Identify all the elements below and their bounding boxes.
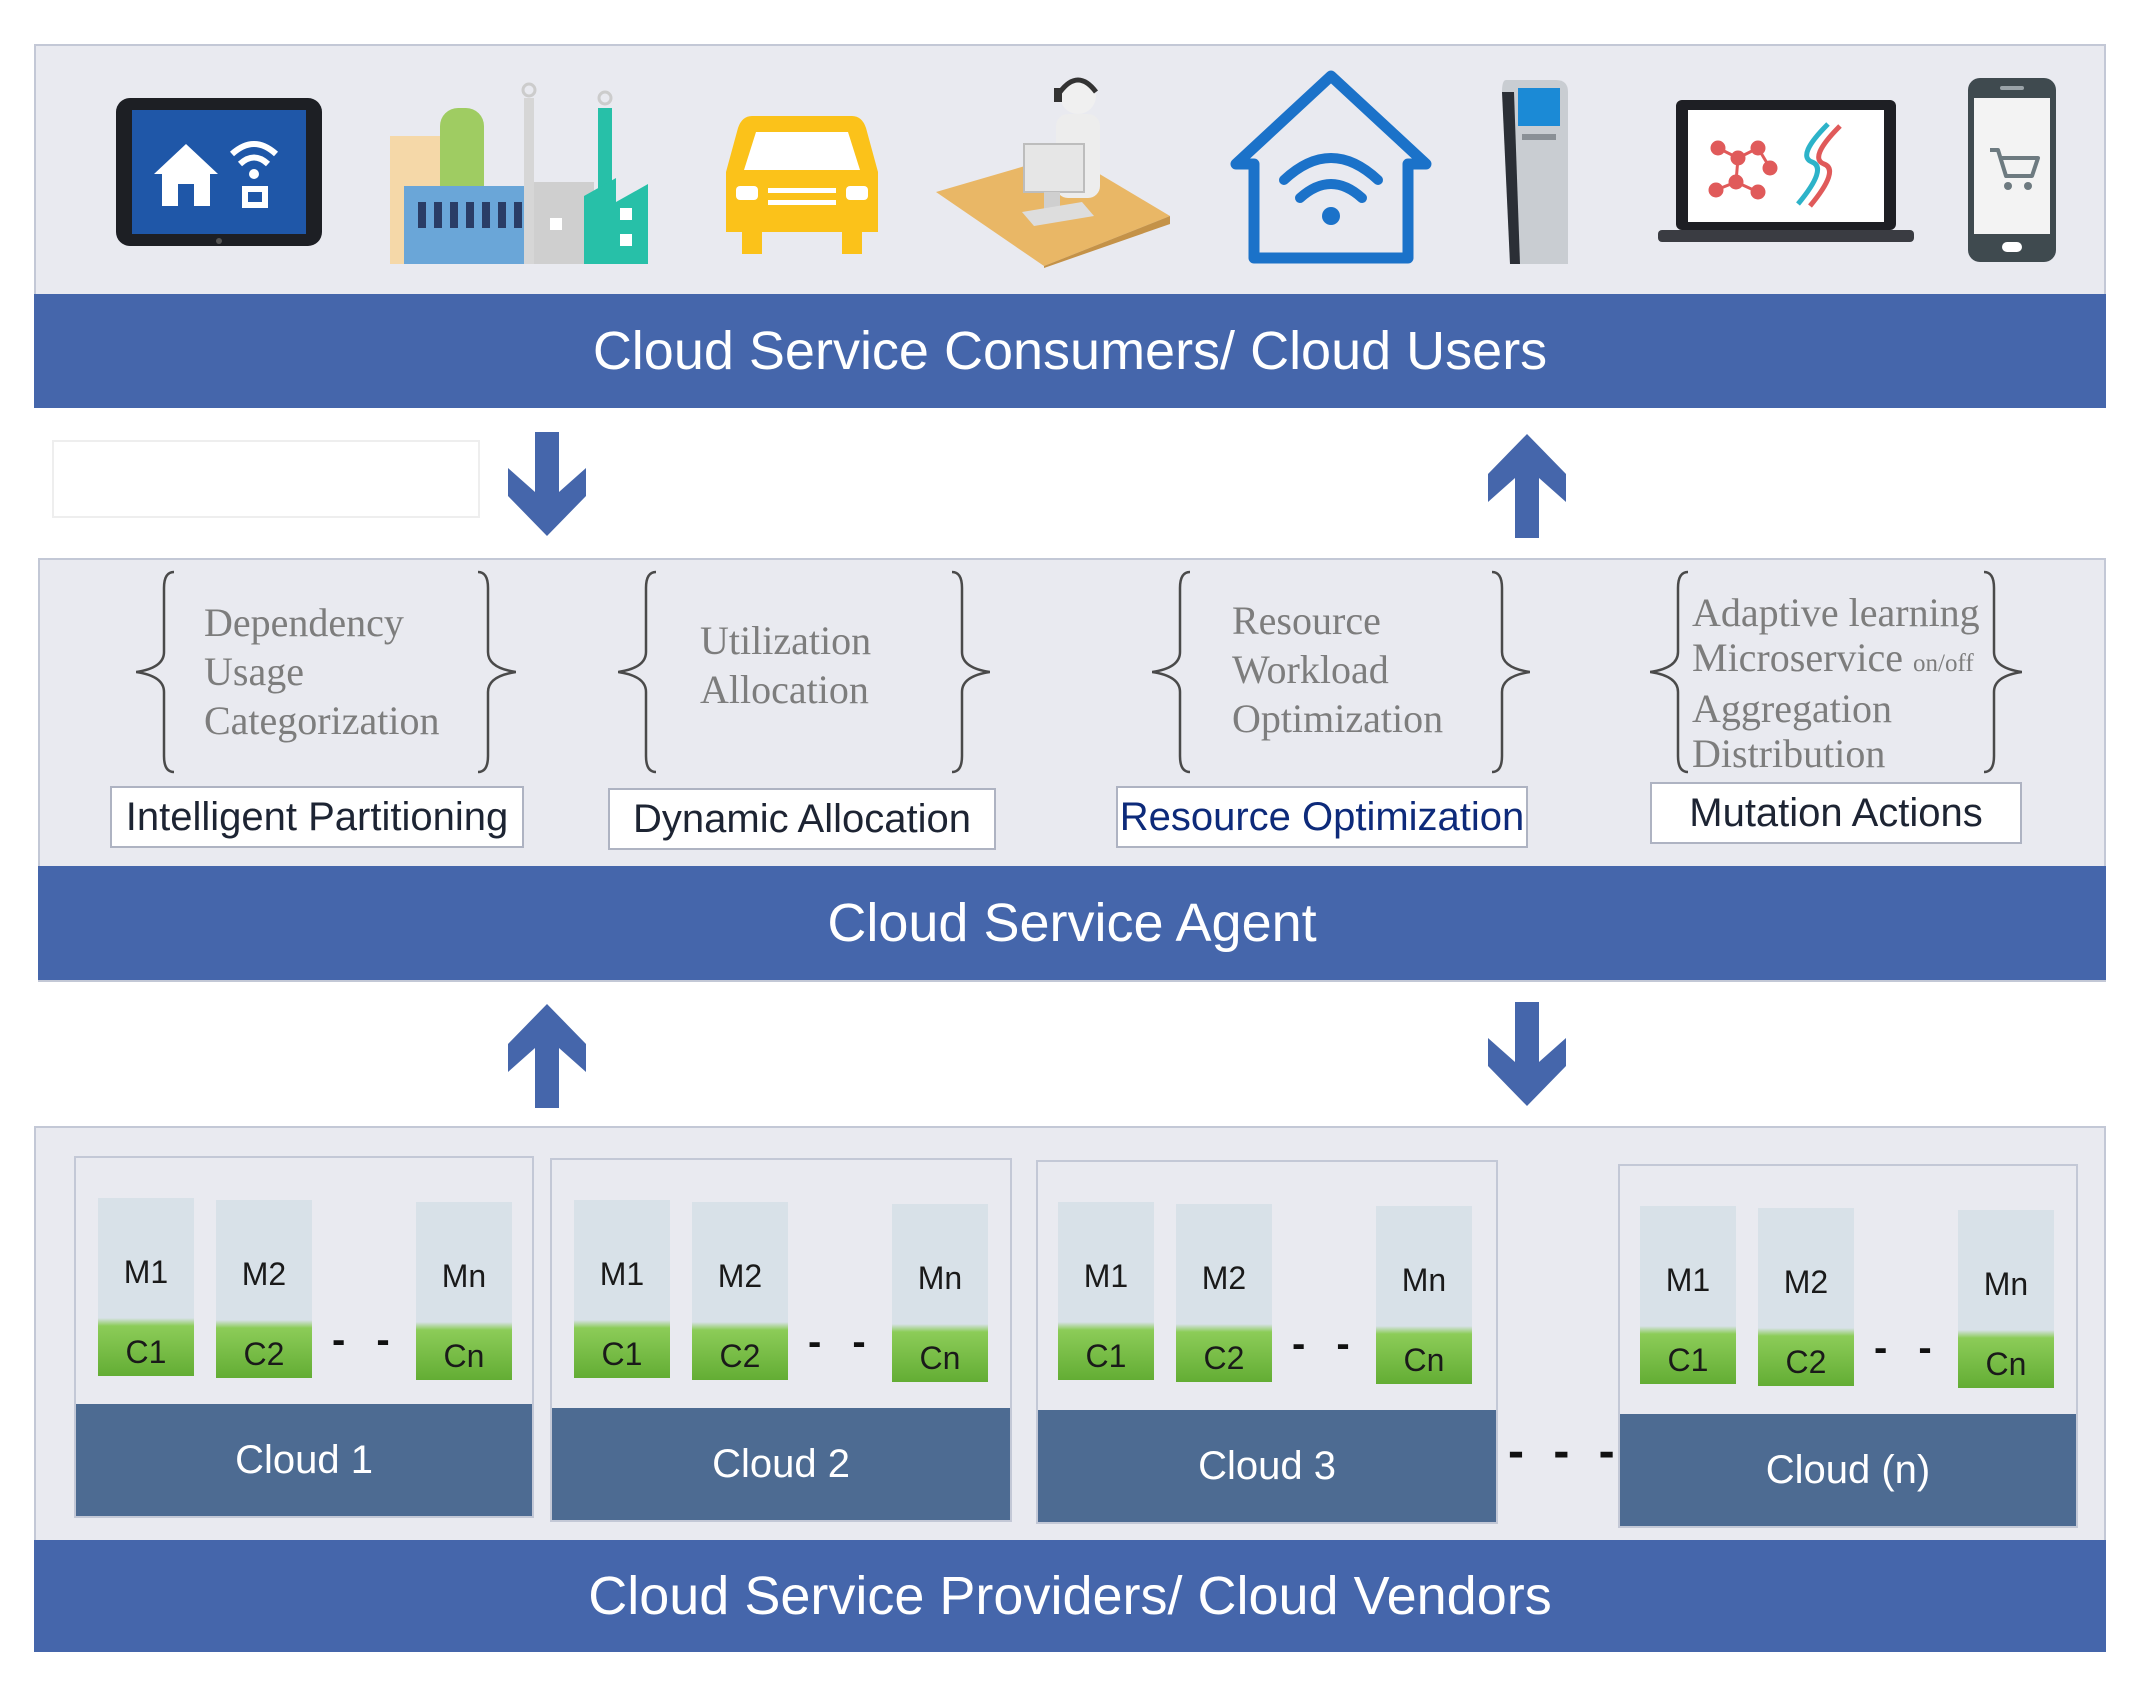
mutation-actions-label: Mutation Actions (1650, 782, 2022, 844)
cloud-label: Cloud 1 (76, 1404, 532, 1516)
kiosk-icon (1502, 80, 1568, 264)
module-line: Microservice on/off (1692, 635, 1974, 680)
arrow-up-icon (1488, 434, 1566, 538)
dynamic-allocation-label: Dynamic Allocation (608, 788, 996, 850)
module-line: Distribution (1692, 731, 1886, 776)
wifi-home-icon (1230, 70, 1432, 264)
module-line: Allocation (700, 667, 869, 712)
intelligent-partitioning-label: Intelligent Partitioning (110, 786, 524, 848)
curly-braces (1650, 570, 2022, 774)
factory-icon (390, 82, 648, 264)
container-c2: C2 (692, 1322, 788, 1380)
container-c2: C2 (1176, 1324, 1272, 1382)
container-cn: Cn (892, 1324, 988, 1382)
module-line: Workload (1232, 647, 1389, 692)
car-icon (726, 116, 878, 254)
cloud-label: Cloud (n) (1620, 1414, 2076, 1526)
container-c1: C1 (574, 1320, 670, 1378)
ellipsis: - - (808, 1320, 876, 1364)
cloud-label: Cloud 3 (1038, 1410, 1496, 1522)
container-cn: Cn (416, 1322, 512, 1380)
ellipsis: - - (1292, 1322, 1360, 1366)
container-cn: Cn (1958, 1330, 2054, 1388)
arrow-down-icon (508, 432, 586, 536)
container-c2: C2 (1758, 1328, 1854, 1386)
module-line: Usage (204, 649, 304, 694)
container-c2: C2 (216, 1320, 312, 1378)
on-off-note: on/off (1913, 650, 1974, 677)
more-clouds-ellipsis: - - - (1508, 1425, 1623, 1478)
module-resource-optimization: Resource Workload Optimization (1152, 568, 1530, 778)
module-line: Optimization (1232, 696, 1444, 741)
module-line: Adaptive learning (1692, 590, 1980, 635)
providers-title-bar: Cloud Service Providers/ Cloud Vendors (34, 1540, 2106, 1652)
call-center-agent-icon (936, 77, 1170, 268)
module-line: Utilization (700, 618, 872, 663)
cloud-label: Cloud 2 (552, 1408, 1010, 1520)
container-c1: C1 (1640, 1326, 1736, 1384)
curly-braces (618, 570, 990, 774)
agent-title-bar: Cloud Service Agent (38, 866, 2106, 980)
container-c1: C1 (1058, 1322, 1154, 1380)
phone-shopping-cart-icon (1968, 78, 2056, 262)
curly-braces (1152, 570, 1530, 774)
container-cn: Cn (1376, 1326, 1472, 1384)
consumers-title-bar: Cloud Service Consumers/ Cloud Users (34, 294, 2106, 408)
container-c1: C1 (98, 1318, 194, 1376)
resource-optimization-label: Resource Optimization (1116, 786, 1528, 848)
module-line: Resource (1232, 598, 1381, 643)
curly-braces (136, 570, 516, 774)
module-intelligent-partitioning: Dependency Usage Categorization (136, 568, 516, 778)
arrow-up-icon (508, 1004, 586, 1108)
module-mutation-actions: Adaptive learning Microservice on/off Ag… (1650, 568, 2022, 778)
module-line: Aggregation (1692, 686, 1892, 731)
module-line: Dependency (204, 600, 404, 645)
ellipsis: - - (332, 1318, 400, 1362)
tablet-smart-home-icon (116, 98, 322, 246)
laptop-research-icon (1658, 100, 1914, 242)
arrow-down-icon (1488, 1002, 1566, 1106)
ellipsis: - - (1874, 1326, 1942, 1370)
module-line: Categorization (204, 698, 440, 743)
blank-placeholder-box (52, 440, 480, 518)
module-dynamic-allocation: Utilization Allocation (618, 568, 990, 778)
